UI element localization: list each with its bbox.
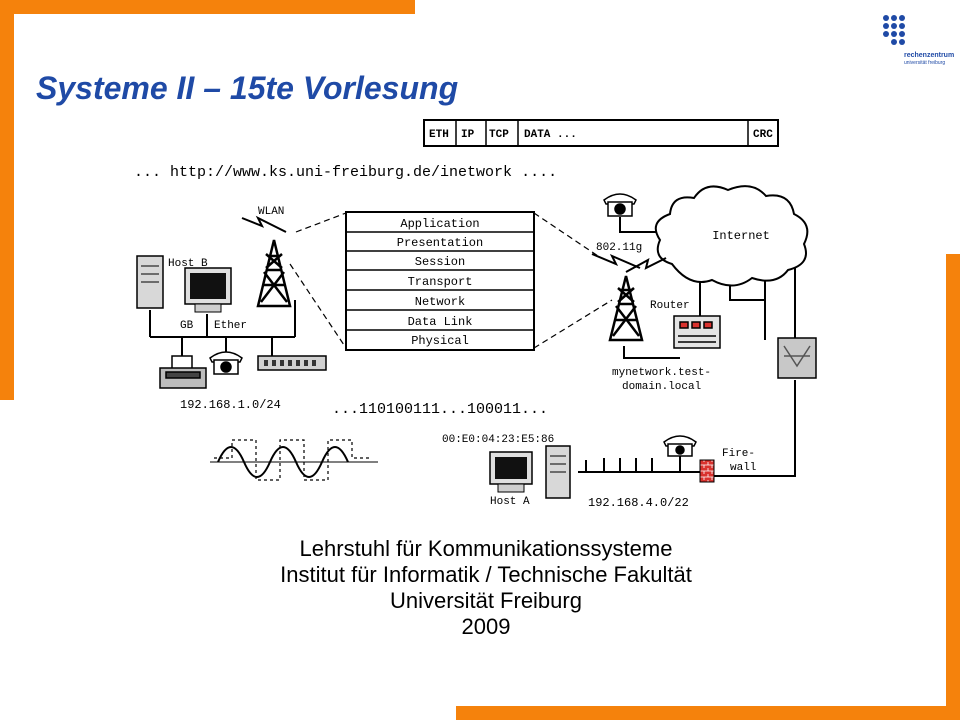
osi-layer-presentation: Presentation <box>397 236 483 250</box>
osi-layer-application: Application <box>400 217 479 231</box>
internet-label: Internet <box>712 229 770 243</box>
footer-credits: Lehrstuhl für Kommunikationssysteme Inst… <box>200 536 772 640</box>
packet-field-crc: CRC <box>753 129 773 141</box>
accent-bar-left <box>0 0 14 400</box>
osi-layer-transport: Transport <box>408 275 473 289</box>
firewall-label-line2: wall <box>730 462 756 474</box>
phone-bottom-icon <box>663 435 697 457</box>
firewall-icon <box>699 459 715 483</box>
osi-stack: Application Presentation Session Transpo… <box>345 211 535 351</box>
wlan-tower-left-icon <box>241 215 292 308</box>
footer-line-institute: Institut für Informatik / Technische Fak… <box>280 562 692 587</box>
mac-address-label: 00:E0:04:23:E5:86 <box>442 434 554 446</box>
footer-line-university: Universität Freiburg <box>390 588 582 613</box>
packet-field-data: DATA ... <box>524 129 577 141</box>
gb-label: GB <box>180 320 194 332</box>
packet-frame: ETH IP TCP DATA ... CRC <box>423 119 779 147</box>
host-a-tower-icon <box>545 445 571 499</box>
router-icon <box>673 315 721 349</box>
packet-field-eth: ETH <box>429 129 449 141</box>
host-b-label: Host B <box>168 258 208 270</box>
packet-field-ip: IP <box>461 129 475 141</box>
internet-cloud-icon <box>654 185 809 287</box>
footer-line-chair: Lehrstuhl für Kommunikationssysteme <box>299 536 673 561</box>
logo-subtitle: universität freiburg <box>904 60 946 66</box>
right-network-wires <box>578 217 796 477</box>
firewall-label-line1: Fire- <box>722 448 755 460</box>
ether-label: Ether <box>214 320 247 332</box>
slide-title: Systeme II – 15te Vorlesung <box>36 70 459 106</box>
router-label: Router <box>650 300 690 312</box>
osi-layer-data-link: Data Link <box>408 315 473 329</box>
printer-icon <box>159 355 207 389</box>
bit-stream: ...110100111...100011... <box>332 401 548 418</box>
logo-name: rechenzentrum <box>904 52 955 59</box>
accent-bar-bottom <box>456 706 960 720</box>
url-line: ... http://www.ks.uni-freiburg.de/inetwo… <box>134 164 557 181</box>
wifi-standard-label: 802.11g <box>596 242 642 254</box>
network-switch-icon <box>257 355 327 371</box>
footer-line-year: 2009 <box>461 614 511 639</box>
wlan-tower-right-icon <box>591 253 667 342</box>
osi-layer-physical: Physical <box>411 334 469 348</box>
accent-bar-top <box>0 0 415 14</box>
accent-bar-right <box>946 254 960 720</box>
domain-label-line1: mynetwork.test- <box>612 367 711 379</box>
rechenzentrum-logo: rechenzentrum universität freiburg <box>882 14 955 66</box>
domain-label-line2: domain.local <box>622 381 701 393</box>
zoom-lines <box>289 212 613 349</box>
network-diagram: ETH IP TCP DATA ... CRC ... http://www.k… <box>134 119 817 510</box>
host-a-label: Host A <box>490 496 530 508</box>
subnet-right-label: 192.168.4.0/22 <box>588 496 689 510</box>
subnet-left-label: 192.168.1.0/24 <box>180 398 281 412</box>
signal-waveform-icon <box>210 439 378 481</box>
modem-icon <box>777 337 817 379</box>
host-a-monitor-icon <box>489 451 533 493</box>
wlan-label: WLAN <box>258 206 284 218</box>
left-lan-wires <box>149 300 296 358</box>
osi-layer-session: Session <box>415 255 465 269</box>
phone-left-icon <box>209 351 243 375</box>
host-b-monitor-icon <box>184 267 232 313</box>
packet-field-tcp: TCP <box>489 129 509 141</box>
server-tower-icon <box>136 255 164 309</box>
phone-top-right-icon <box>603 193 637 217</box>
logo-dots-icon <box>883 15 905 45</box>
osi-layer-network: Network <box>415 295 465 309</box>
